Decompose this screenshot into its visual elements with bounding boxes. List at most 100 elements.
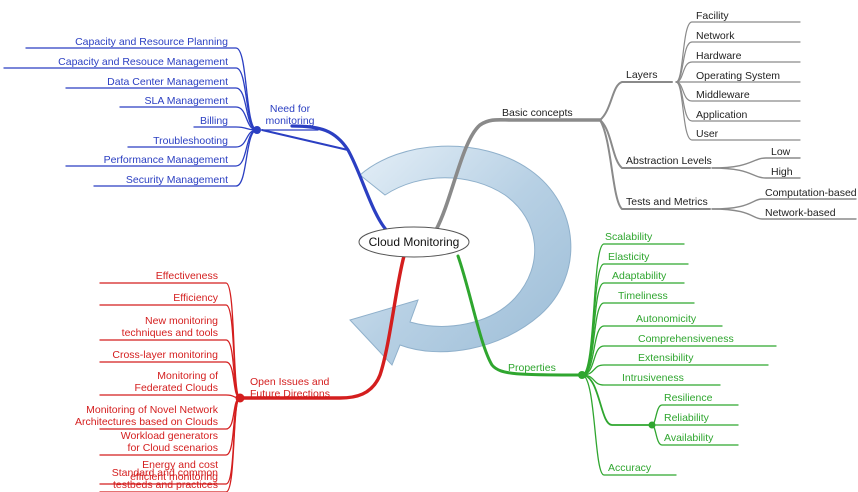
property-label-line: Extensibility	[638, 352, 694, 364]
accuracy-connector	[581, 374, 677, 476]
tests-leaf-label: Computation-based	[765, 187, 857, 199]
properties-hub-dot	[578, 371, 586, 379]
need-item-label-line: Data Center Management	[107, 76, 228, 88]
branch-basic-concepts	[434, 117, 602, 232]
need-branch-label-line: Need for	[270, 103, 311, 115]
issue-label: Efficiency	[173, 292, 218, 304]
issue-label-line: testbeds and practices	[113, 479, 218, 491]
need-item-label: Troubleshooting	[153, 135, 228, 147]
reliability-hub-dot	[648, 421, 656, 429]
layer-label: Middleware	[696, 89, 750, 101]
need-item-label-line: SLA Management	[145, 95, 229, 107]
property-connector	[581, 282, 685, 376]
property-label-line: Autonomicity	[636, 313, 697, 325]
layer-label-line: Application	[696, 109, 748, 121]
open-issues-label-line: Future Directions	[250, 388, 330, 400]
issue-label-line: Effectiveness	[156, 270, 218, 282]
reliability-leaf-label: Reliability	[664, 412, 710, 424]
layer-label-line: Middleware	[696, 89, 750, 101]
properties-label-line: Properties	[508, 362, 556, 374]
property-label: Comprehensiveness	[638, 333, 734, 345]
issue-label-line: Architectures based on Clouds	[75, 416, 218, 428]
property-label: Scalability	[605, 231, 653, 243]
property-label: Intrusiveness	[622, 372, 684, 384]
properties-label: Properties	[508, 362, 556, 374]
issue-label-line: Cross-layer monitoring	[112, 349, 218, 361]
layers-label-line: Layers	[626, 69, 658, 81]
layers-label: Layers	[626, 69, 658, 81]
property-label: Accuracy	[608, 462, 652, 474]
layer-connector	[675, 61, 801, 83]
branch-properties	[456, 254, 582, 377]
center-label: Cloud Monitoring	[369, 235, 460, 249]
need-item-label: Capacity and Resouce Management	[58, 56, 228, 68]
abstraction-connector	[599, 119, 711, 169]
issue-connector	[99, 394, 241, 399]
need-item-label: Data Center Management	[107, 76, 228, 88]
center-node: Cloud Monitoring	[358, 226, 470, 258]
issue-label-line: Energy and cost	[142, 459, 218, 471]
branch-need-stem	[261, 129, 349, 151]
abstraction-leaf-label-line: High	[771, 166, 793, 178]
abstraction-leaf-label-line: Low	[771, 146, 791, 158]
property-label: Elasticity	[608, 251, 650, 263]
reliability-leaf-label-line: Reliability	[664, 412, 710, 424]
property-label-line: Intrusiveness	[622, 372, 684, 384]
reliability-leaf-label-line: Resilience	[664, 392, 713, 404]
layer-label: Operating System	[696, 70, 780, 82]
abstraction-levels-label: Abstraction Levels	[626, 155, 712, 167]
need-hub-dot	[253, 126, 261, 134]
need-item-connector	[193, 126, 258, 131]
need-item-label-line: Capacity and Resource Planning	[75, 36, 228, 48]
layer-label: Facility	[696, 10, 729, 22]
layer-label-line: Hardware	[696, 50, 742, 62]
issue-label-line: Efficiency	[173, 292, 218, 304]
basic-concepts-label: Basic concepts	[502, 107, 573, 119]
layer-label: Hardware	[696, 50, 742, 62]
basic-concepts-label-line: Basic concepts	[502, 107, 573, 119]
need-item-label: Capacity and Resource Planning	[75, 36, 228, 48]
issue-label-line: New monitoring	[145, 315, 218, 327]
property-label-line: Comprehensiveness	[638, 333, 734, 345]
issue-label: Effectiveness	[156, 270, 218, 282]
issue-label-line: Monitoring of Novel Network	[86, 404, 219, 416]
cycle-arrow-icon	[349, 145, 572, 366]
issue-label-line: Federated Clouds	[135, 382, 218, 394]
abstraction-leaf-label: High	[771, 166, 793, 178]
issue-label-line: Standard and common	[112, 467, 218, 479]
layers-connector	[599, 81, 673, 121]
need-item-label-line: Billing	[200, 115, 228, 127]
tests-and-metrics-label: Tests and Metrics	[626, 196, 708, 208]
property-label: Autonomicity	[636, 313, 697, 325]
issue-label: Cross-layer monitoring	[112, 349, 218, 361]
reliability-group-connector	[581, 374, 651, 426]
abstraction-leaf-connector	[711, 167, 801, 179]
property-label: Timeliness	[618, 290, 668, 302]
layer-label: Application	[696, 109, 748, 121]
need-item-label-line: Capacity and Resouce Management	[58, 56, 228, 68]
need-item-connector	[3, 67, 258, 131]
open-issues-label-line: Open Issues and	[250, 376, 330, 388]
issue-label-line: Workload generators	[121, 430, 218, 442]
need-item-label: Performance Management	[104, 154, 228, 166]
need-item-label: SLA Management	[145, 95, 229, 107]
property-label-line: Elasticity	[608, 251, 650, 263]
tests-and-metrics-label-line: Tests and Metrics	[626, 196, 708, 208]
property-label-line: Scalability	[605, 231, 653, 243]
layer-label: Network	[696, 30, 735, 42]
layer-connector	[675, 81, 801, 141]
reliability-leaf-label-line: Availability	[664, 432, 714, 444]
abstraction-levels-label-line: Abstraction Levels	[626, 155, 712, 167]
tests-leaf-label-line: Computation-based	[765, 187, 857, 199]
issue-label-line: Monitoring of	[157, 370, 218, 382]
reliability-leaf-label: Resilience	[664, 392, 713, 404]
